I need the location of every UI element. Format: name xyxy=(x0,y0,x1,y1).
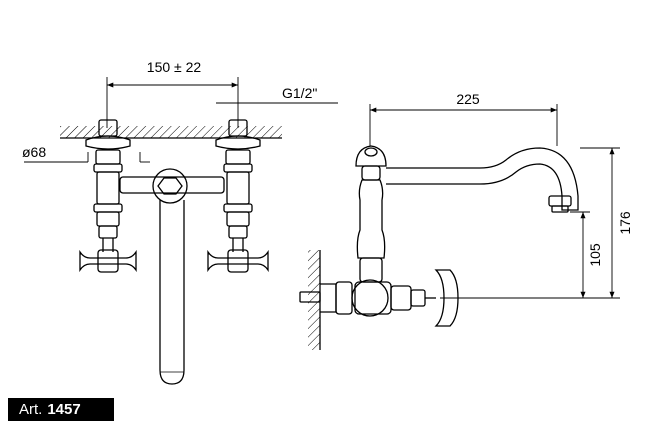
wall-hatch-front xyxy=(60,126,282,138)
dim-label-reach: 225 xyxy=(456,91,480,107)
dim-label-outlet: 105 xyxy=(587,243,603,267)
dim-label-spacing: 150 ± 22 xyxy=(147,59,202,75)
spout-down xyxy=(159,200,185,385)
dim-label-thread: G1/2" xyxy=(282,85,317,101)
dim-label-height: 176 xyxy=(617,211,633,235)
mixer-bar xyxy=(119,176,225,194)
front-view xyxy=(24,77,338,385)
wall-hatch-side xyxy=(308,250,320,350)
article-number: 1457 xyxy=(47,401,81,418)
dim-label-diameter: ø68 xyxy=(22,144,46,160)
spout-arc xyxy=(386,147,579,211)
article-badge: Art. 1457 xyxy=(8,398,114,421)
article-prefix: Art. xyxy=(19,401,43,418)
side-view xyxy=(299,104,620,350)
